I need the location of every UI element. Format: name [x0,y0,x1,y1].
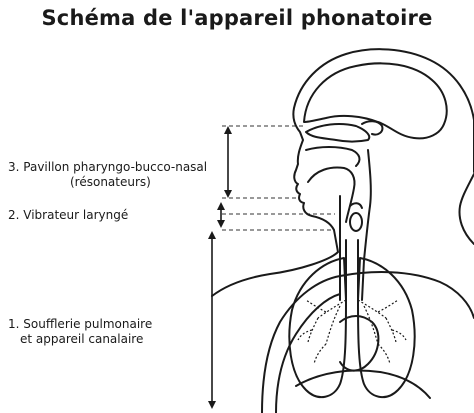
trachea [346,240,358,300]
neck-back-outline [460,174,474,244]
nasal-concha [362,121,382,134]
pharynx-back [362,150,371,300]
larynx [350,213,362,231]
nasal-cavity [306,124,369,142]
brain-cavity-outline [304,63,447,138]
epiglottis [350,203,362,208]
guide-lines [222,126,335,230]
palate [306,147,359,166]
diaphragm [296,371,430,398]
right-lung [358,258,415,397]
